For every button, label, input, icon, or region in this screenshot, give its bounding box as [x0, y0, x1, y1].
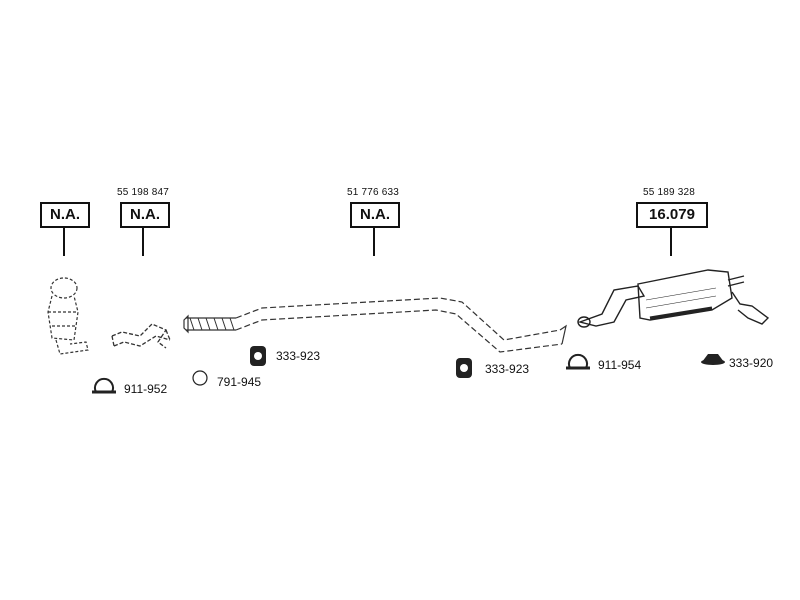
front-pipe-icon	[111, 323, 171, 349]
rubber-hanger-icon-2	[456, 358, 472, 378]
oe-number-4: 55 189 328	[643, 187, 696, 198]
part-box-4[interactable]: 16.079	[636, 202, 708, 228]
oe-number-3: 51 776 633	[347, 187, 400, 198]
part-box-1[interactable]: N.A.	[40, 202, 90, 228]
rubber-hanger-icon-1	[250, 346, 266, 366]
part-label-hanger-1[interactable]: 333-923	[276, 349, 321, 363]
part-box-2[interactable]: N.A.	[120, 202, 170, 228]
clamp-icon-2	[566, 353, 590, 370]
part-label-clamp-2[interactable]: 911-954	[598, 358, 642, 372]
part-label-hanger-2[interactable]: 333-923	[485, 362, 530, 376]
part-label-clamp-1[interactable]: 911-952	[124, 382, 168, 396]
part-label-gasket[interactable]: 791-945	[217, 375, 262, 389]
clamp-icon-1	[92, 377, 116, 394]
middle-pipe-icon	[183, 297, 567, 353]
catalytic-converter-icon	[47, 277, 89, 355]
oe-number-2: 55 198 847	[117, 187, 170, 198]
mounting-pad-icon	[701, 354, 725, 365]
part-label-mounting-pad[interactable]: 333-920	[729, 356, 774, 370]
gasket-ring-icon	[192, 370, 208, 386]
part-box-3[interactable]: N.A.	[350, 202, 400, 228]
rear-muffler-icon	[577, 269, 770, 328]
